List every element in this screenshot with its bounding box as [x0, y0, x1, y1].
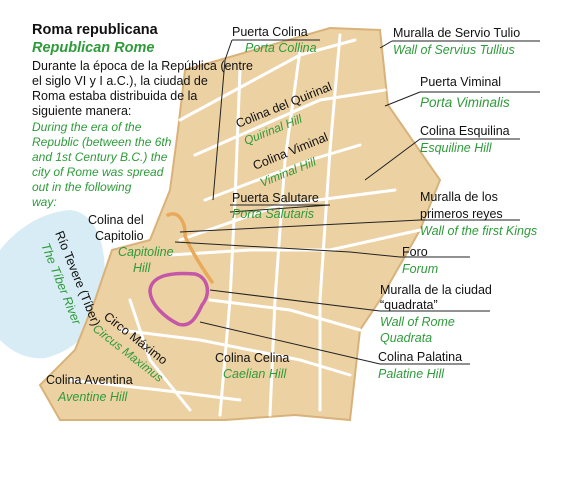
colina-palatina-label: Colina Palatina: [378, 350, 463, 364]
muralla-reyes-label-1: Muralla de los: [420, 190, 498, 204]
intro-en-line-4: city of Rome was spread: [32, 165, 164, 179]
intro-en-line-3: and 1st Century B.C.) the: [32, 150, 168, 164]
caelian-hill-label: Caelian Hill: [223, 367, 287, 381]
porta-collina-label: Porta Collina: [245, 41, 317, 55]
intro-en-line-6: way:: [32, 195, 57, 209]
wall-servius-label: Wall of Servius Tullius: [393, 43, 515, 57]
muralla-servio-label: Muralla de Servio Tulio: [393, 26, 521, 40]
colina-aventina-label: Colina Aventina: [46, 373, 133, 387]
intro-en-line-5: out in the following: [32, 180, 132, 194]
aventine-hill-label: Aventine Hill: [58, 390, 128, 404]
colina-esquilina-label: Colina Esquilina: [420, 124, 510, 138]
page-subtitle: Republican Rome: [32, 40, 155, 56]
puerta-colina-label: Puerta Colina: [232, 25, 308, 39]
forum-label: Forum: [402, 262, 439, 276]
wall-quadrata-label-2: Quadrata: [380, 331, 433, 345]
wall-first-kings-label: Wall of the first Kings: [420, 224, 538, 238]
colina-celina-label: Colina Celina: [215, 351, 290, 365]
wall-quadrata-label-1: Wall of Rome: [380, 315, 455, 329]
intro-es-line-2: el siglo VI y I a.C.), la ciudad de: [32, 74, 208, 88]
intro-es-line-3: Roma estaba distribuida de la: [32, 89, 198, 103]
city-area: [38, 26, 442, 422]
foro-label: Foro: [402, 245, 428, 259]
esquiline-hill-label: Esquiline Hill: [420, 141, 492, 155]
puerta-salutare-label: Puerta Salutare: [232, 191, 319, 205]
muralla-quadrata-label-2: “quadrata”: [380, 298, 438, 312]
intro-en-line-1: During the era of the: [32, 120, 142, 134]
porta-viminalis-label: Porta Viminalis: [420, 95, 510, 110]
quadrata-wall: [148, 271, 210, 327]
porta-salutaris-label: Porta Salutaris: [232, 207, 314, 221]
tiber-river: [0, 210, 105, 359]
leader-lines: [174, 39, 540, 365]
puerta-viminal-label: Puerta Viminal: [420, 75, 502, 89]
intro-en-line-2: Republic (between the 6th: [32, 135, 172, 149]
first-kings-wall: [166, 212, 214, 284]
page-title: Roma republicana: [32, 22, 158, 38]
capitoline-label-2: Hill: [133, 261, 151, 275]
capitolio-label-2: Capitolio: [95, 229, 144, 243]
capitolio-label-1: Colina del: [88, 213, 144, 227]
intro-es-line-4: siguiente manera:: [32, 104, 132, 118]
muralla-reyes-label-2: primeros reyes: [420, 207, 503, 221]
capitoline-label-1: Capitoline: [118, 245, 174, 259]
intro-es-line-1: Durante la época de la República (entre: [32, 59, 253, 73]
muralla-quadrata-label-1: Muralla de la ciudad: [380, 283, 492, 297]
palatine-hill-label: Palatine Hill: [378, 367, 445, 381]
